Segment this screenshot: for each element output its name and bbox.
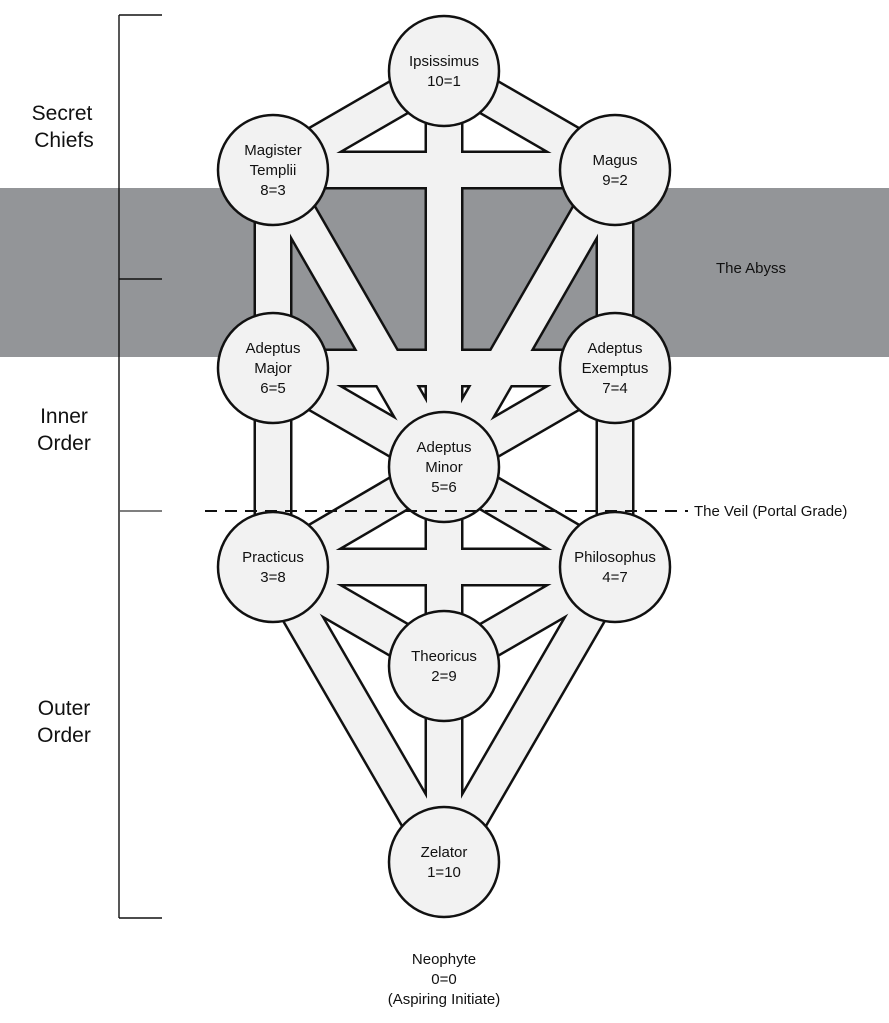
node-magus: Magus 9=2 <box>558 113 672 227</box>
secret-chiefs-label-line2: Chiefs <box>34 129 94 152</box>
node-circle <box>387 410 501 524</box>
node-grade-number: 6=5 <box>260 380 285 397</box>
node-theoricus: Theoricus 2=9 <box>387 609 501 723</box>
node-title: Zelator <box>421 844 468 861</box>
node-title: Major <box>254 360 292 377</box>
node-title: Magus <box>592 152 637 169</box>
node-title: Theoricus <box>411 648 477 665</box>
node-title: Adeptus <box>416 439 471 456</box>
node-title: Adeptus <box>245 340 300 357</box>
neophyte-grade: 0=0 <box>431 971 456 988</box>
inner-order-label-line1: Inner <box>40 405 88 428</box>
node-circle <box>558 510 672 624</box>
node-grade-number: 1=10 <box>427 864 461 881</box>
path-philosophus-zelator <box>429 558 630 871</box>
node-title: Minor <box>425 459 463 476</box>
node-ipsissimus: Ipsissimus 10=1 <box>387 14 501 128</box>
outer-order-label-line1: Outer <box>38 697 91 720</box>
neophyte-title: Neophyte <box>412 951 476 968</box>
node-grade-number: 3=8 <box>260 569 285 586</box>
node-grade-number: 8=3 <box>260 182 285 199</box>
node-philosophus: Philosophus 4=7 <box>558 510 672 624</box>
node-circle <box>216 510 330 624</box>
node-circle <box>558 113 672 227</box>
node-grade-number: 5=6 <box>431 479 456 496</box>
order-bracket <box>118 14 162 919</box>
node-title: Ipsissimus <box>409 53 479 70</box>
path-magister-templii-adeptus-minor <box>258 161 459 476</box>
veil-label: The Veil (Portal Grade) <box>694 503 847 520</box>
node-title: Practicus <box>242 549 304 566</box>
side-labels: Secret Chiefs Inner Order Outer Order <box>32 102 94 747</box>
node-title: Philosophus <box>574 549 656 566</box>
node-circle <box>216 113 330 227</box>
neophyte-subtitle: (Aspiring Initiate) <box>388 991 501 1008</box>
node-circle <box>387 609 501 723</box>
node-grade-number: 7=4 <box>602 380 627 397</box>
node-circle <box>558 311 672 425</box>
neophyte-footer: Neophyte 0=0 (Aspiring Initiate) <box>388 951 501 1008</box>
node-title: Adeptus <box>587 340 642 357</box>
abyss-label: The Abyss <box>716 260 786 277</box>
node-circle <box>387 14 501 128</box>
inner-order-label-line2: Order <box>37 432 91 455</box>
node-circle <box>387 805 501 919</box>
node-title: Magister <box>244 142 302 159</box>
node-zelator: Zelator 1=10 <box>387 805 501 919</box>
node-circle <box>216 311 330 425</box>
node-title: Templii <box>250 162 297 179</box>
node-practicus: Practicus 3=8 <box>216 510 330 624</box>
path-practicus-zelator <box>258 558 459 871</box>
path-magus-adeptus-minor <box>429 161 630 476</box>
node-grade-number: 2=9 <box>431 668 456 685</box>
node-title: Exemptus <box>582 360 649 377</box>
node-grade-number: 9=2 <box>602 172 627 189</box>
node-grade-number: 4=7 <box>602 569 627 586</box>
node-grade-number: 10=1 <box>427 73 461 90</box>
secret-chiefs-label-line1: Secret <box>32 102 93 125</box>
outer-order-label-line2: Order <box>37 724 91 747</box>
